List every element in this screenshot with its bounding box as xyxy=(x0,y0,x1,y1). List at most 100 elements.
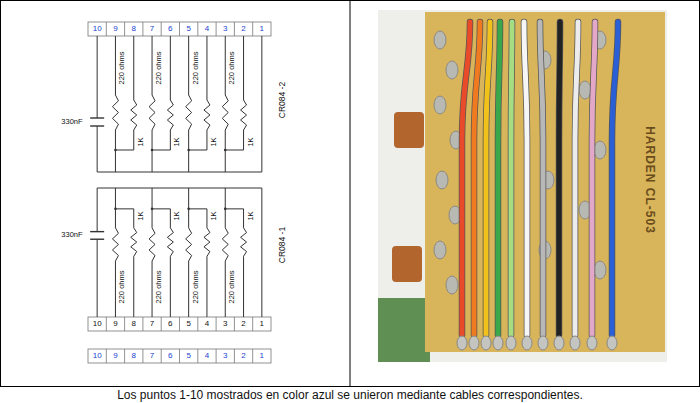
resistor-symbol xyxy=(225,209,246,317)
cable-outline xyxy=(498,22,500,335)
cable xyxy=(592,22,595,335)
resistor-value: 220 ohms xyxy=(229,52,237,85)
cable xyxy=(575,22,578,335)
solder-pad xyxy=(554,336,564,350)
resistor-value: 1K xyxy=(137,137,145,146)
pin-number: 4 xyxy=(205,352,209,360)
pin-cell-divider xyxy=(179,22,180,36)
junction-dot xyxy=(224,149,227,152)
pin-cell-divider xyxy=(234,349,235,363)
cable-outline xyxy=(540,22,543,335)
capacitor-symbol xyxy=(90,239,104,240)
pin-number: 1 xyxy=(260,25,264,33)
resistor-symbol xyxy=(115,209,136,317)
capacitor-value: 330nF xyxy=(61,118,82,126)
resistor-value: 220 ohms xyxy=(119,52,127,85)
resistor-value: 220 ohms xyxy=(155,270,163,303)
cable xyxy=(486,22,490,335)
pin-cell-divider xyxy=(161,349,162,363)
pin-cell-divider xyxy=(106,349,107,363)
pin-number: 5 xyxy=(186,352,190,360)
pin-number: 2 xyxy=(241,320,245,328)
pin-number: 1 xyxy=(260,352,264,360)
cable-outline xyxy=(511,22,512,335)
junction-dot xyxy=(114,149,117,152)
pin-cell-divider xyxy=(252,349,253,363)
pin-number: 2 xyxy=(241,352,245,360)
pin-number: 8 xyxy=(132,352,136,360)
capacitor-photo xyxy=(392,246,422,282)
solder-pad xyxy=(457,336,467,350)
resistor-symbol xyxy=(149,36,155,172)
capacitor-symbol xyxy=(90,117,104,118)
pin-cell-divider xyxy=(161,317,162,331)
junction-dot xyxy=(151,208,154,211)
resistor-value: 1K xyxy=(174,212,182,221)
pin-cell-divider xyxy=(234,22,235,36)
pin-number: 3 xyxy=(223,352,227,360)
cable xyxy=(474,22,480,335)
solder-pad xyxy=(570,336,580,350)
wire xyxy=(261,36,262,172)
solder-blob xyxy=(446,276,458,294)
resistor-value: 1K xyxy=(247,212,255,221)
resistor-symbol xyxy=(152,209,173,317)
cable-outline xyxy=(524,22,527,335)
resistor-symbol xyxy=(186,36,192,172)
pin-cell-divider xyxy=(179,317,180,331)
wire xyxy=(97,36,98,118)
solder-pad xyxy=(481,336,491,350)
pin-row xyxy=(88,317,271,331)
pin-number: 9 xyxy=(113,320,117,328)
solder-pad xyxy=(493,336,503,350)
solder-pad xyxy=(506,336,516,350)
resistor-symbol xyxy=(115,36,136,150)
solder-blob xyxy=(434,96,446,114)
wire xyxy=(97,188,262,189)
wire xyxy=(97,188,98,232)
pcb-board xyxy=(425,12,665,352)
cable-outline xyxy=(592,22,595,335)
pin-number: 10 xyxy=(93,320,102,328)
solder-blob xyxy=(594,141,606,159)
pin-cell-divider xyxy=(216,22,217,36)
pin-number: 2 xyxy=(241,25,245,33)
panel-frame xyxy=(1,1,700,387)
pin-number: 1 xyxy=(260,320,264,328)
solder-blob xyxy=(436,171,448,189)
pin-cell-divider xyxy=(234,317,235,331)
block-name: CR084 -2 xyxy=(278,82,287,118)
junction-dot xyxy=(114,208,117,211)
figure-caption: Los puntos 1-10 mostrados en color azul … xyxy=(0,388,700,402)
pin-number: 6 xyxy=(168,25,172,33)
resistor-value: 1K xyxy=(210,137,218,146)
pin-cell-divider xyxy=(124,22,125,36)
board-marking: HARDEN CL-503 xyxy=(644,126,656,234)
pin-cell-divider xyxy=(252,317,253,331)
cable xyxy=(498,22,500,335)
pin-number: 8 xyxy=(132,320,136,328)
resistor-symbol xyxy=(189,36,210,150)
resistor-symbol xyxy=(222,188,228,317)
solder-pad xyxy=(587,336,597,350)
pin-cell-divider xyxy=(197,22,198,36)
resistor-symbol xyxy=(189,209,210,317)
junction-dot xyxy=(224,208,227,211)
cable-outline xyxy=(612,22,618,335)
pin-number: 4 xyxy=(205,320,209,328)
resistor-value: 220 ohms xyxy=(192,52,200,85)
resistor-value: 1K xyxy=(174,137,182,146)
resistor-symbol xyxy=(225,36,246,150)
cable-outline xyxy=(462,22,470,335)
pin-cell-divider xyxy=(197,349,198,363)
resistor-value: 220 ohms xyxy=(155,52,163,85)
resistor-value: 220 ohms xyxy=(229,270,237,303)
green-board xyxy=(378,298,430,362)
pin-number: 7 xyxy=(150,352,154,360)
pin-cell-divider xyxy=(124,317,125,331)
wire xyxy=(261,188,262,317)
solder-blob xyxy=(434,241,446,259)
pin-cell-divider xyxy=(142,22,143,36)
